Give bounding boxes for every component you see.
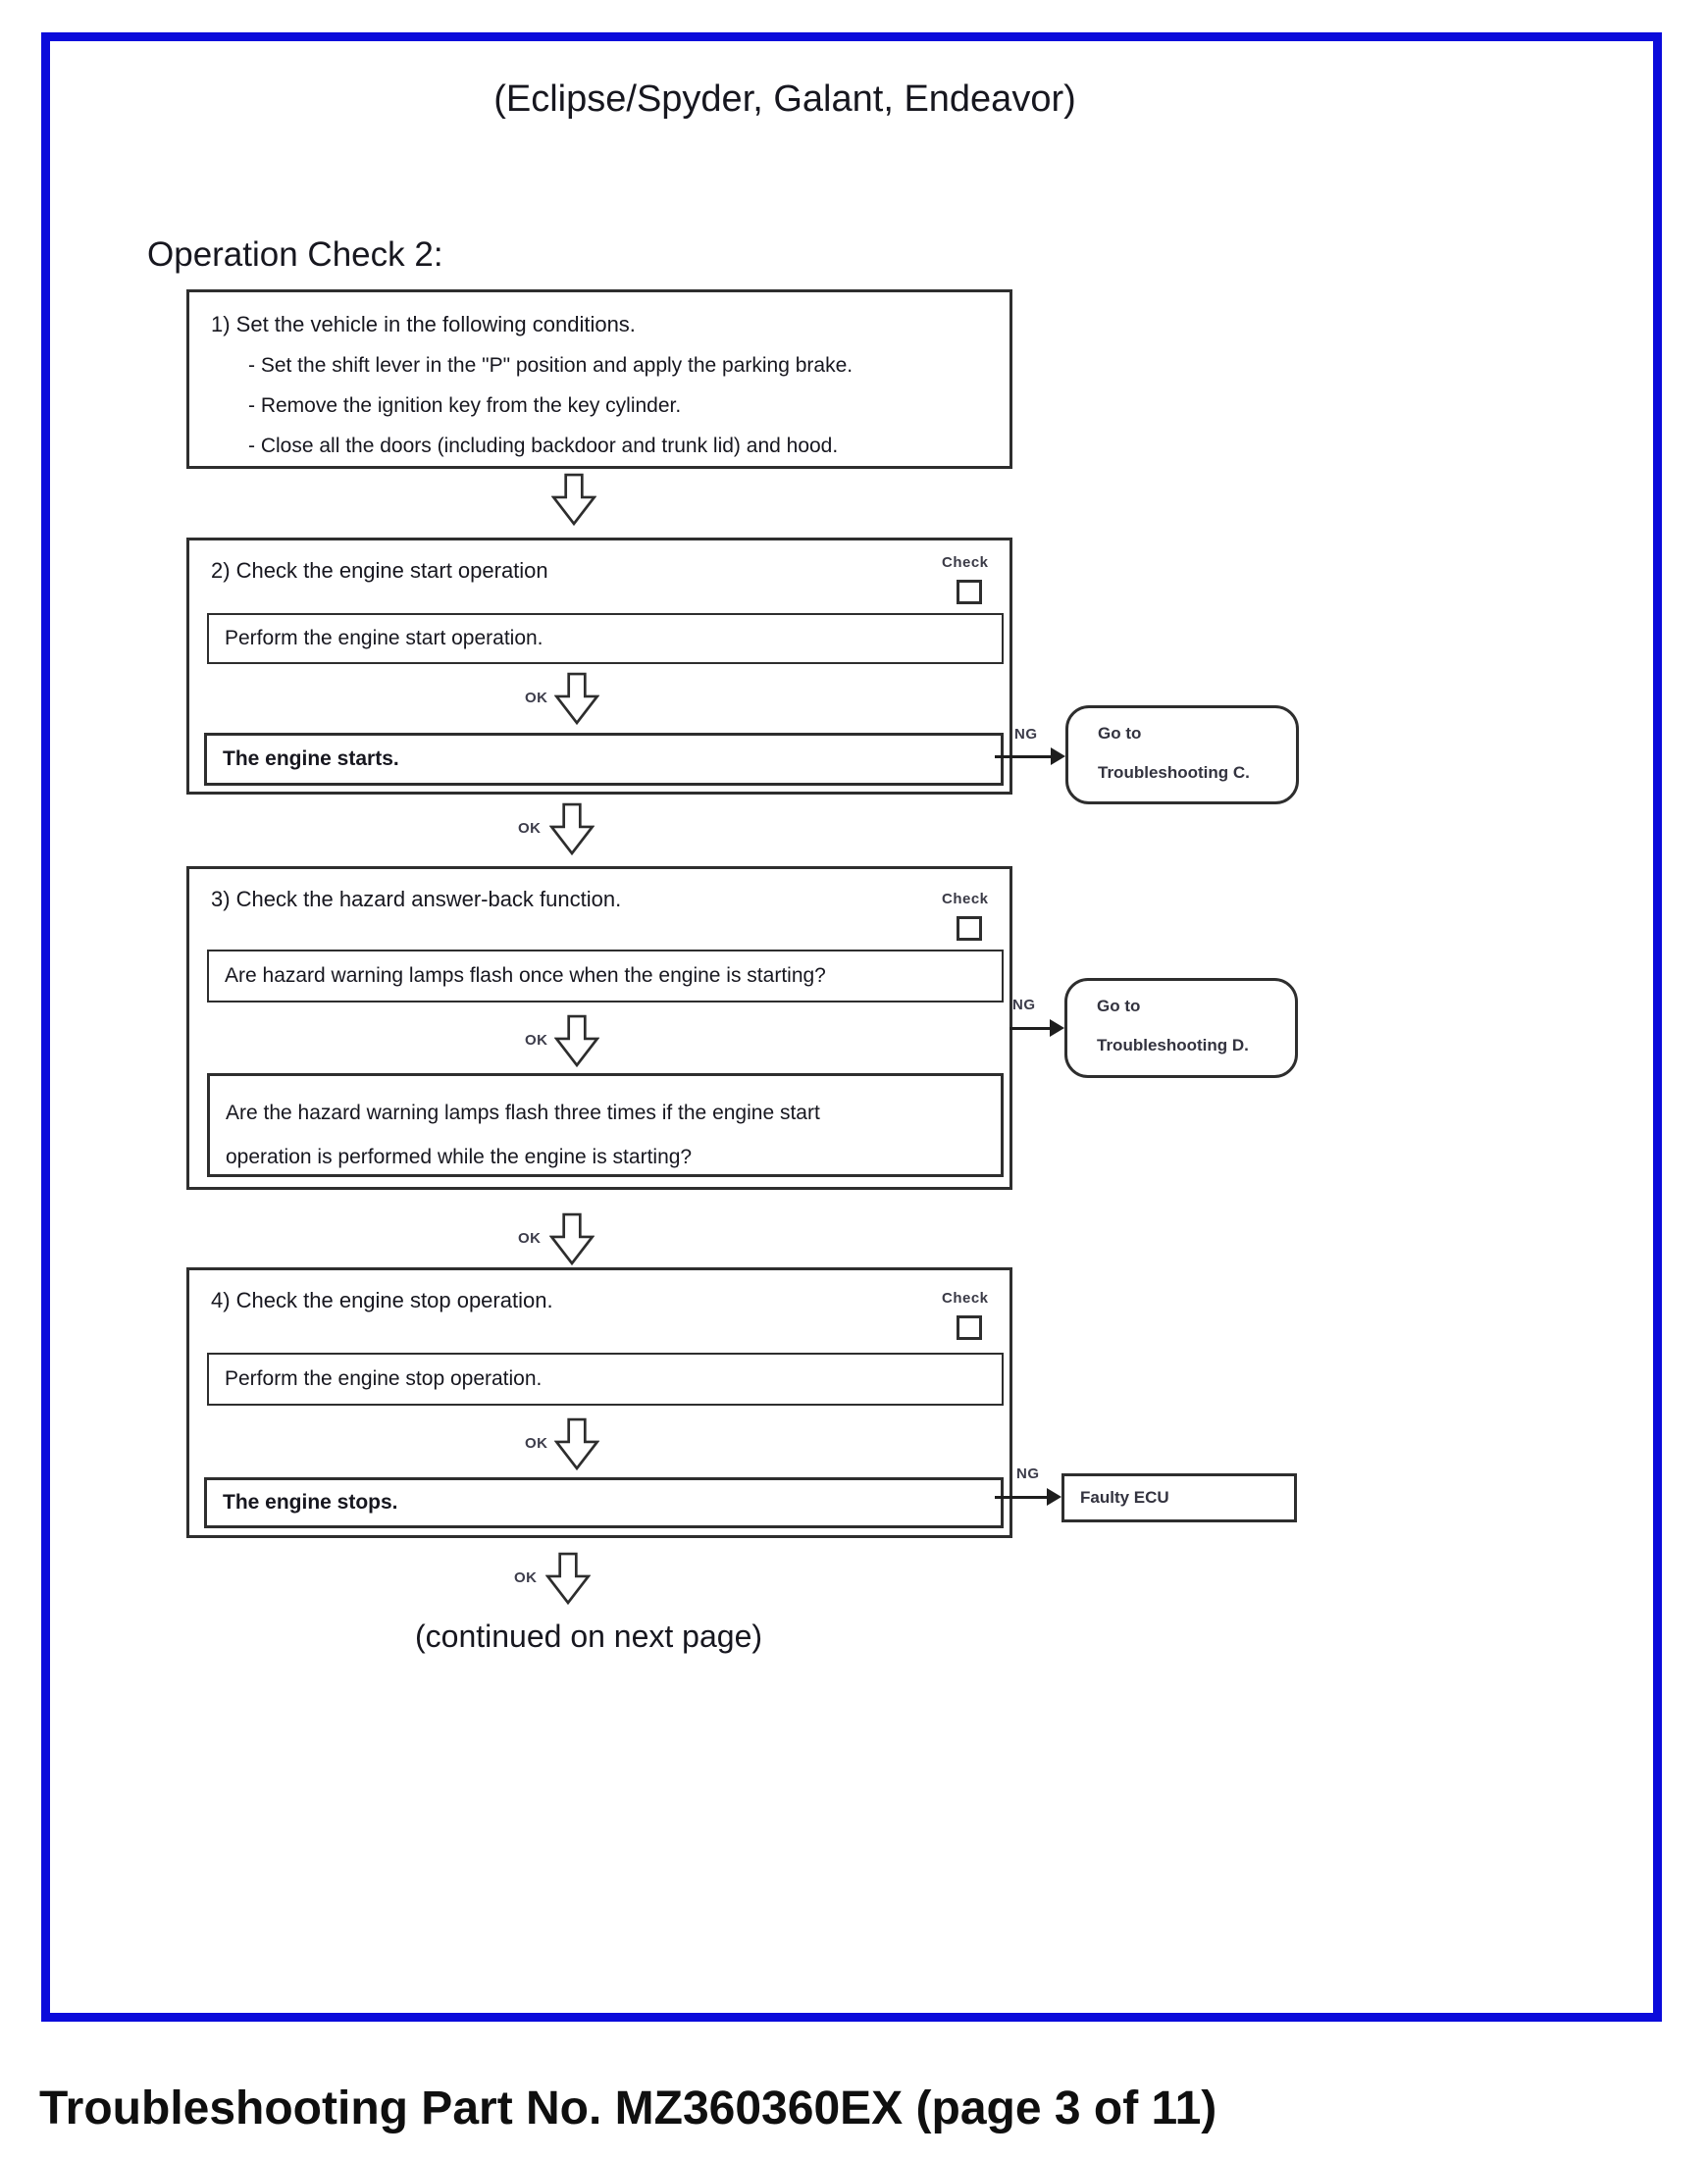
page-border-frame: [41, 32, 1662, 2022]
ng-label: NG: [1012, 997, 1036, 1013]
faulty-ecu-box: Faulty ECU: [1061, 1473, 1297, 1522]
ng-arrowhead-icon: [1051, 747, 1065, 765]
step-3-result-line: operation is performed while the engine …: [226, 1146, 693, 1168]
check-checkbox[interactable]: [957, 1315, 982, 1340]
ng-connector-line: [995, 755, 1052, 758]
down-arrow-icon: [554, 1417, 599, 1470]
down-arrow-icon: [554, 1014, 599, 1067]
step-3-box: 3) Check the hazard answer-back function…: [186, 866, 1012, 1190]
goto-line: Go to: [1098, 724, 1142, 743]
goto-troubleshooting-c-box: Go to Troubleshooting C.: [1065, 705, 1299, 804]
check-checkbox[interactable]: [957, 580, 982, 604]
ng-arrowhead-icon: [1047, 1488, 1061, 1506]
down-arrow-icon: [545, 1552, 591, 1605]
ng-label: NG: [1014, 726, 1038, 743]
step-1-box: 1) Set the vehicle in the following cond…: [186, 289, 1012, 469]
check-label: Check: [942, 554, 989, 571]
step-4-title: 4) Check the engine stop operation.: [211, 1288, 553, 1312]
step-1-bullet: - Set the shift lever in the "P" positio…: [248, 354, 854, 377]
ng-connector-line: [1009, 1027, 1051, 1030]
check-checkbox[interactable]: [957, 916, 982, 941]
down-arrow-icon: [549, 1212, 595, 1265]
step-3-result-box: Are the hazard warning lamps flash three…: [207, 1073, 1004, 1177]
section-title: Operation Check 2:: [147, 235, 443, 274]
goto-troubleshooting-d-box: Go to Troubleshooting D.: [1064, 978, 1298, 1078]
ok-label: OK: [514, 1569, 538, 1586]
ok-label: OK: [518, 820, 542, 837]
ok-label: OK: [525, 1032, 548, 1049]
step-1-title: 1) Set the vehicle in the following cond…: [211, 312, 636, 336]
step-1-bullet: - Remove the ignition key from the key c…: [248, 394, 682, 417]
ok-label: OK: [525, 1435, 548, 1452]
continued-note: (continued on next page): [414, 1619, 763, 1654]
goto-line: Troubleshooting D.: [1097, 1036, 1249, 1054]
step-3-action-box: Are hazard warning lamps flash once when…: [207, 950, 1004, 1002]
down-arrow-icon: [554, 672, 599, 725]
step-4-box: 4) Check the engine stop operation. Chec…: [186, 1267, 1012, 1538]
ng-connector-line: [995, 1496, 1048, 1499]
down-arrow-icon: [549, 802, 595, 855]
step-3-title: 3) Check the hazard answer-back function…: [211, 887, 622, 911]
step-3-result-line: Are the hazard warning lamps flash three…: [226, 1102, 820, 1124]
step-4-result-box: The engine stops.: [204, 1477, 1004, 1528]
step-4-action-box: Perform the engine stop operation.: [207, 1353, 1004, 1406]
step-2-title: 2) Check the engine start operation: [211, 558, 548, 583]
ng-label: NG: [1016, 1465, 1040, 1482]
vehicle-applicability-note: (Eclipse/Spyder, Galant, Endeavor): [493, 78, 1076, 120]
footer-title: Troubleshooting Part No. MZ360360EX (pag…: [39, 2082, 1217, 2134]
ok-label: OK: [525, 690, 548, 706]
goto-line: Go to: [1097, 997, 1141, 1015]
ng-arrowhead-icon: [1050, 1019, 1064, 1037]
goto-line: Troubleshooting C.: [1098, 763, 1250, 782]
step-1-bullet: - Close all the doors (including backdoo…: [248, 435, 839, 457]
down-arrow-icon: [551, 473, 596, 526]
check-label: Check: [942, 1290, 989, 1307]
step-2-box: 2) Check the engine start operation Chec…: [186, 538, 1012, 795]
step-2-result-box: The engine starts.: [204, 733, 1004, 786]
ok-label: OK: [518, 1230, 542, 1247]
step-2-action-box: Perform the engine start operation.: [207, 613, 1004, 664]
check-label: Check: [942, 891, 989, 907]
